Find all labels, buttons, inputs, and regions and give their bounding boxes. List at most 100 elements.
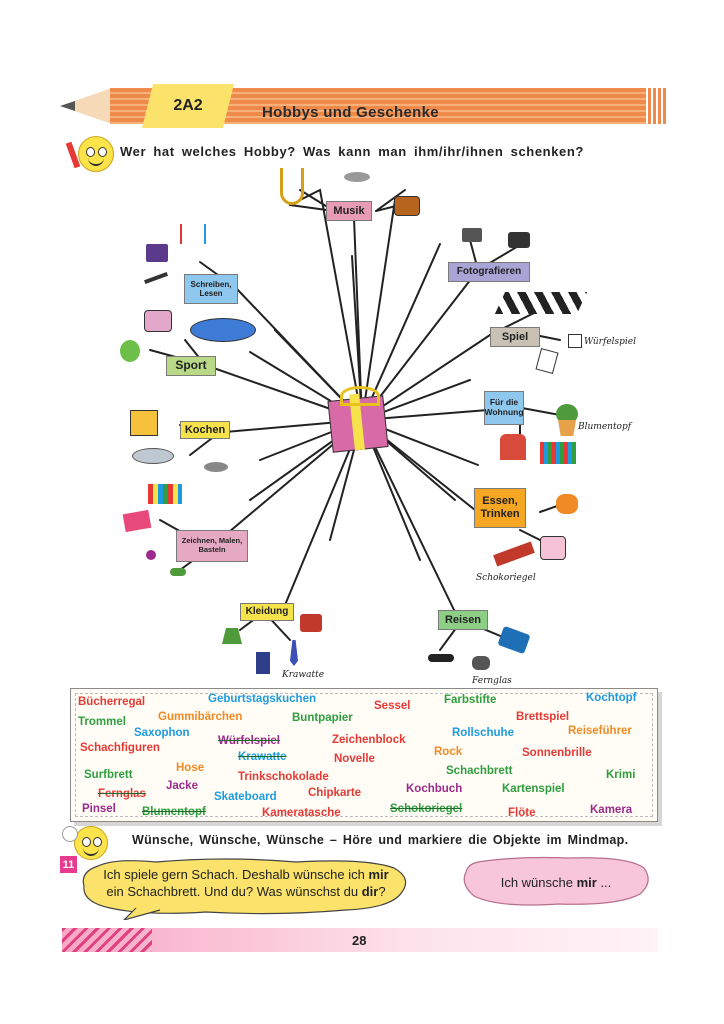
node-zeichnen: Zeichnen, Malen, Basteln xyxy=(176,530,248,562)
speech-bubble-1 xyxy=(82,858,407,920)
word-item-crossed: Würfelspiel xyxy=(218,735,280,747)
word-item: Skateboard xyxy=(214,791,277,803)
caption-krawatte: Krawatte xyxy=(282,670,325,680)
book-icon xyxy=(146,244,168,262)
flower-icon xyxy=(146,550,156,560)
gummy-bear-icon xyxy=(556,494,578,514)
gift-bow-icon xyxy=(340,386,380,406)
page-number: 28 xyxy=(352,933,367,948)
node-kochen: Kochen xyxy=(180,421,230,439)
word-item: Zeichenblock xyxy=(332,734,406,746)
unit-number: 2A2 xyxy=(142,84,234,128)
caption-fernglas: Fernglas xyxy=(472,676,512,686)
tie-icon xyxy=(290,640,298,666)
plates-icon xyxy=(132,448,174,464)
word-item: Gummibärchen xyxy=(158,711,243,723)
surfboard-icon xyxy=(190,318,256,342)
word-item: Flöte xyxy=(508,807,536,819)
pencil-lead xyxy=(60,101,75,111)
cookbook-icon xyxy=(130,410,158,436)
cd-icon xyxy=(344,172,370,182)
word-item: Surfbrett xyxy=(84,769,133,781)
footer-bar xyxy=(62,928,658,952)
flowerpot-icon xyxy=(558,420,576,436)
node-spiel: Spiel xyxy=(490,327,540,347)
speech-bubble-2 xyxy=(463,856,649,906)
sunglasses-icon xyxy=(428,654,454,662)
skirt-icon xyxy=(222,628,242,644)
word-item: Schachbrett xyxy=(446,765,513,777)
caption-blumentopf: Blumentopf xyxy=(578,422,632,432)
node-wohnung: Für die Wohnung xyxy=(484,391,524,425)
node-essen-trinken: Essen, Trinken xyxy=(474,488,526,528)
node-reisen: Reisen xyxy=(438,610,488,630)
dice-icon xyxy=(568,334,582,348)
saxophone-icon xyxy=(280,168,304,205)
word-item: Saxophon xyxy=(134,727,190,739)
word-item: Sessel xyxy=(374,700,411,712)
word-item: Chipkarte xyxy=(308,787,362,799)
word-item-crossed: Blumentopf xyxy=(142,806,206,818)
smiley-icon xyxy=(78,136,114,172)
word-item: Reiseführer xyxy=(568,725,632,737)
word-item: Novelle xyxy=(334,753,375,765)
word-item: Farbstifte xyxy=(444,694,497,706)
word-item: Geburtstagskuchen xyxy=(208,693,316,705)
word-item: Rock xyxy=(434,746,463,758)
hand-icon xyxy=(62,826,78,842)
bookshelf-icon xyxy=(540,442,576,464)
exercise-instruction: Wünsche, Wünsche, Wünsche – Höre und mar… xyxy=(132,833,629,847)
jacket-icon xyxy=(300,614,322,632)
pencil-end-stripes xyxy=(646,88,666,124)
chessboard-icon xyxy=(494,292,588,314)
pan-icon xyxy=(204,462,228,472)
caption-wuerfelspiel: Würfelspiel xyxy=(584,337,636,347)
word-item-crossed: Schokoriegel xyxy=(390,803,463,815)
exercise-number: 11 xyxy=(60,856,77,873)
plant-icon xyxy=(556,404,578,424)
paddle-icon xyxy=(120,340,140,362)
speech-bubble-1-text: Ich spiele gern Schach. Deshalb wünsche … xyxy=(103,867,389,899)
armchair-icon xyxy=(500,434,526,460)
smiley-listening-icon xyxy=(74,826,108,860)
word-item: Kochtopf xyxy=(586,692,637,704)
task-question: Wer hat welches Hobby? Was kann man ihm/… xyxy=(120,144,584,159)
node-musik: Musik xyxy=(326,201,372,221)
speech-bubble-2-text: Ich wünsche mir ... xyxy=(500,875,612,890)
node-kleidung: Kleidung xyxy=(240,603,294,621)
word-item: Rollschuhe xyxy=(452,727,514,739)
word-item: Jacke xyxy=(166,780,198,792)
word-item: Hose xyxy=(176,762,205,774)
camera-icon xyxy=(508,232,530,248)
binoculars-icon xyxy=(472,656,490,670)
caption-schokoriegel: Schokoriegel xyxy=(476,573,536,583)
word-item: Brettspiel xyxy=(516,711,570,723)
node-sport: Sport xyxy=(166,356,216,376)
rollerskates-icon xyxy=(144,310,172,332)
word-item: Krimi xyxy=(606,769,636,781)
cake-icon xyxy=(540,536,566,560)
paints-icon xyxy=(148,484,182,504)
word-item: Kameratasche xyxy=(262,807,341,819)
brush-icon xyxy=(170,568,186,576)
drum-icon xyxy=(394,196,420,216)
word-item: Pinsel xyxy=(82,803,116,815)
word-item: Kamera xyxy=(590,804,633,816)
trousers-icon xyxy=(256,652,270,674)
word-item: Bücherregal xyxy=(78,696,146,708)
word-item: Schachfiguren xyxy=(80,742,160,754)
word-item: Kochbuch xyxy=(406,783,463,795)
word-item-crossed: Krawatte xyxy=(238,751,287,763)
page-title: Hobbys und Geschenke xyxy=(262,104,439,121)
node-fotografieren: Fotografieren xyxy=(448,262,530,282)
word-item-crossed: Fernglas xyxy=(98,788,146,800)
mindmap-connectors xyxy=(149,188,561,651)
word-item: Trinkschokolade xyxy=(238,771,329,783)
word-item: Sonnenbrille xyxy=(522,747,592,759)
word-item: Buntpapier xyxy=(292,712,353,724)
word-item: Kartenspiel xyxy=(502,783,565,795)
word-box xyxy=(70,688,658,822)
footer-stripes xyxy=(62,928,152,952)
node-schreiben: Schreiben, Lesen xyxy=(184,274,238,304)
pens-icon xyxy=(180,224,206,244)
